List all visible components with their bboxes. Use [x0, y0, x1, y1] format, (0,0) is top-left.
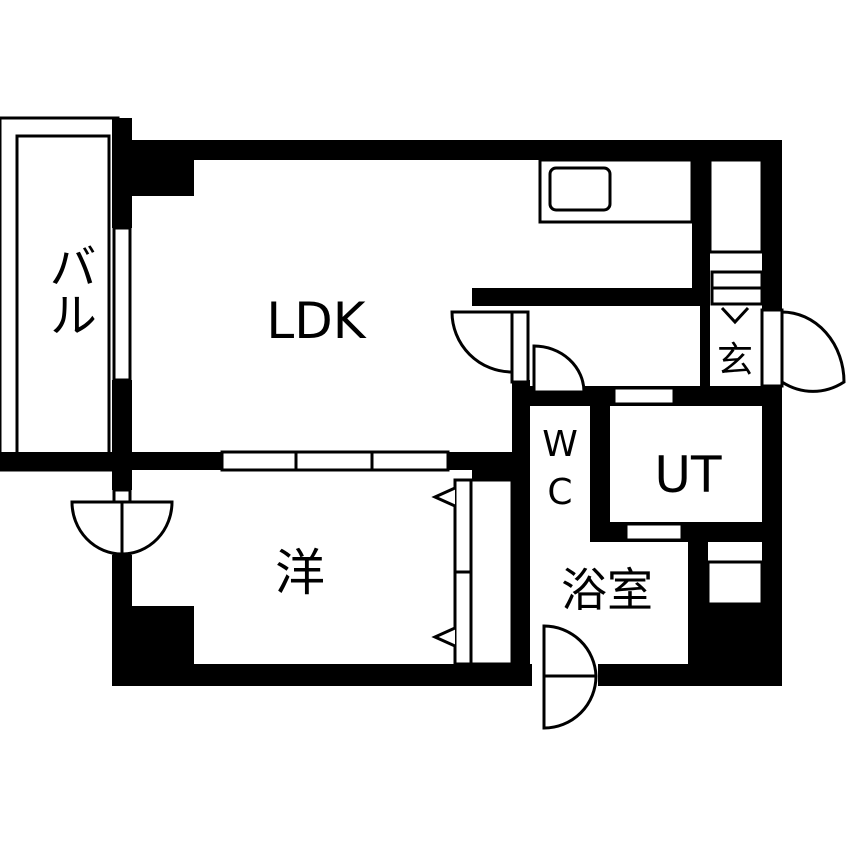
balcony-floor-edge [0, 452, 120, 470]
wall-closet-right [472, 470, 512, 480]
sliding-panel-2 [294, 450, 374, 472]
wall-bottom-right [598, 664, 782, 686]
entrance-area [710, 270, 764, 325]
label-western-room: 洋 [275, 544, 325, 602]
door-ut-opening [612, 386, 676, 406]
column-bottom-right [708, 604, 762, 664]
wall-ldk-bottom-left [132, 452, 222, 470]
wall-wc-right [590, 386, 610, 542]
wall-kitchen-right [692, 160, 710, 306]
label-toilet-w: W [542, 424, 578, 465]
balcony-outline [0, 116, 120, 472]
balcony [0, 116, 120, 472]
label-ldk: LDK [266, 292, 366, 350]
wall-right-upper [762, 140, 782, 310]
entrance-step-arrow [720, 306, 750, 325]
closet-arrow-bottom [431, 626, 456, 648]
door-wc [532, 344, 586, 394]
door-ldk [450, 310, 514, 374]
kitchen-counter [538, 158, 694, 224]
sliding-panel-3 [370, 450, 450, 472]
kitchen-sink-icon [548, 166, 612, 212]
wall-right-lower [762, 386, 782, 686]
wall-bottom-left [112, 664, 532, 686]
wall-left-upper [112, 118, 132, 228]
closet-arrow-top [431, 486, 456, 508]
wall-ldk-bottom-right [448, 452, 514, 470]
kitchen [538, 158, 764, 254]
wall-left-lower [112, 555, 132, 685]
label-entrance: 玄 [717, 340, 753, 381]
label-bathroom: 浴室 [561, 563, 653, 617]
doors [70, 308, 846, 730]
wall-left-mid [112, 380, 132, 490]
label-balcony: バル [40, 242, 96, 338]
door-entrance-jamb [760, 308, 784, 388]
ut-storage [706, 560, 764, 606]
wall-entrance-left [700, 306, 710, 386]
interior-walls [132, 160, 762, 686]
wall-top [112, 140, 782, 160]
sliding-door-ldk [220, 450, 450, 472]
window-ldk-left [112, 226, 132, 382]
wall-kitchen-bottom [472, 288, 692, 306]
door-entrance [780, 310, 846, 393]
label-utility: UT [654, 446, 722, 504]
column-bottom-left [132, 606, 194, 664]
door-ldk-jamb [510, 310, 530, 384]
outer-walls [112, 118, 782, 686]
refrigerator-space [708, 158, 764, 254]
sliding-panel-1 [220, 450, 298, 472]
column-top-left [132, 160, 194, 196]
label-toilet-c: C [547, 472, 572, 513]
wall-bath-right [688, 542, 708, 664]
door-bath-opening [624, 522, 684, 542]
closet [431, 478, 514, 666]
wall-hall-left [512, 380, 530, 686]
